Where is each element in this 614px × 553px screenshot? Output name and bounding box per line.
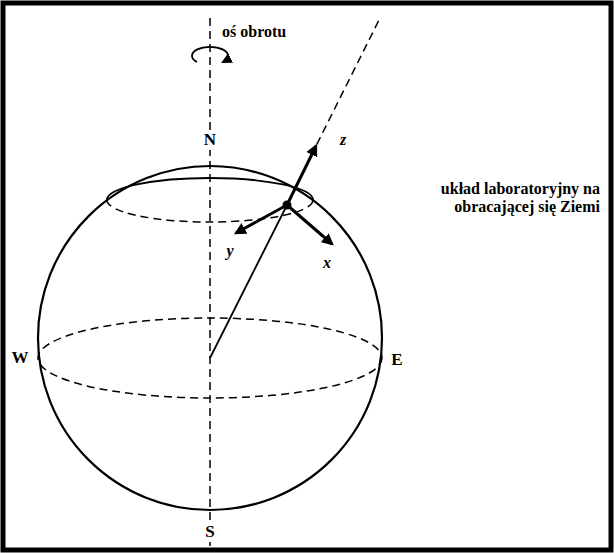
y-axis-arrow [236, 205, 287, 233]
axis-name: x [323, 254, 331, 272]
rotation-symbol [192, 47, 228, 62]
earth-outline [38, 166, 382, 510]
frame [3, 3, 611, 550]
radius-line [210, 205, 287, 358]
direction-label: E [391, 350, 402, 370]
latitude-circle-back [107, 178, 313, 200]
frame-caption: układ laboratoryjny na obracającej się Z… [422, 180, 600, 217]
axis-name: z [340, 131, 346, 149]
axis-label: oś obrotu [222, 23, 286, 41]
rotation-axis [209, 18, 211, 548]
pole-label: N [202, 130, 218, 150]
axis-name: y [226, 242, 233, 260]
pole-label: S [203, 522, 216, 542]
z-axis-arrow [287, 146, 316, 205]
radius-extension [311, 20, 379, 156]
x-axis-arrow [287, 205, 332, 244]
latitude-circle-front [107, 200, 313, 222]
lab-origin-dot [283, 201, 292, 210]
direction-label: W [12, 348, 29, 368]
